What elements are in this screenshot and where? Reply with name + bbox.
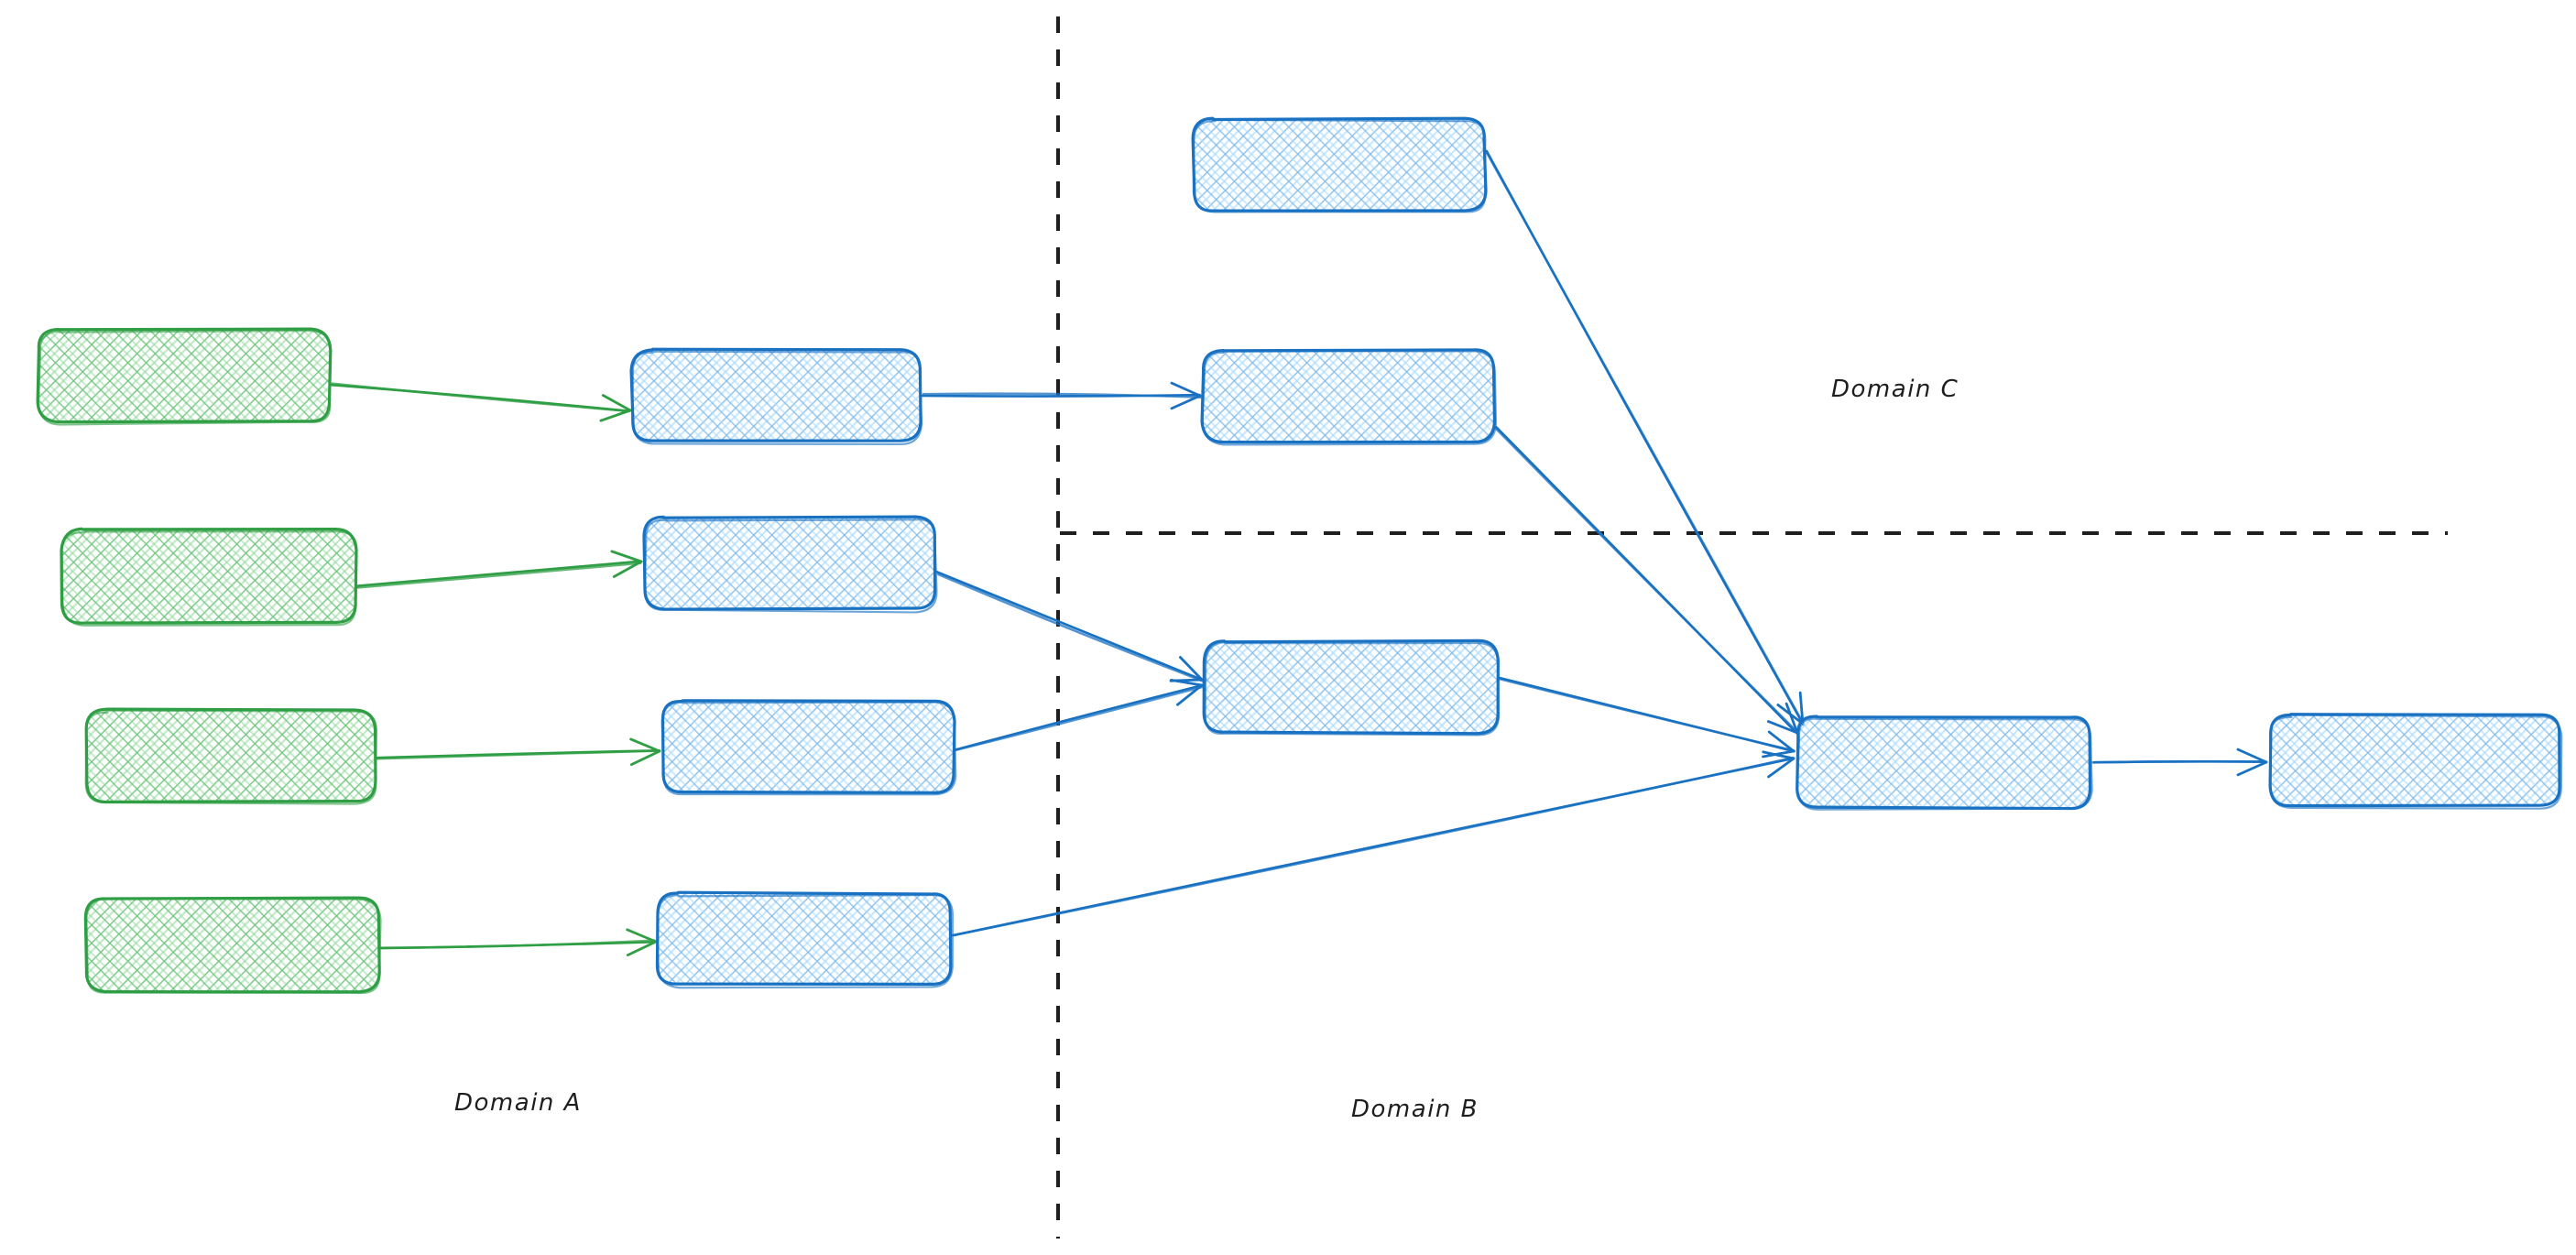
node-outline2-c1 bbox=[1192, 118, 1487, 213]
node-e1[interactable] bbox=[2268, 713, 2563, 810]
node-fill-a2 bbox=[62, 529, 355, 623]
node-outline2-a2 bbox=[60, 530, 358, 627]
node-b2[interactable] bbox=[642, 515, 938, 614]
node-b4[interactable] bbox=[655, 890, 954, 989]
label-domain-b: Domain B bbox=[1351, 1096, 1479, 1123]
edge-a1-b1 bbox=[330, 382, 632, 422]
label-domain-c: Domain C bbox=[1831, 376, 1959, 403]
edge-b1-c2 bbox=[921, 381, 1202, 410]
node-c3[interactable] bbox=[1202, 638, 1501, 737]
node-fill-b1 bbox=[632, 350, 920, 442]
node-a4[interactable] bbox=[83, 896, 382, 995]
node-fill-b3 bbox=[662, 701, 954, 792]
node-a2[interactable] bbox=[60, 527, 358, 627]
node-fill-a1 bbox=[38, 330, 330, 421]
node-c1[interactable] bbox=[1191, 116, 1488, 213]
node-group bbox=[36, 116, 2563, 995]
node-d1[interactable] bbox=[1796, 715, 2093, 811]
node-outline2-e1 bbox=[2268, 714, 2563, 810]
node-outline-b4 bbox=[655, 890, 953, 987]
edge-group bbox=[330, 149, 2268, 956]
node-outline2-b2 bbox=[643, 518, 938, 614]
edge-b2-c3 bbox=[935, 570, 1205, 682]
node-a1[interactable] bbox=[36, 327, 333, 426]
node-fill-c2 bbox=[1203, 350, 1494, 442]
edge-d1-e1 bbox=[2091, 748, 2268, 777]
edge-a2-b2 bbox=[355, 550, 643, 589]
node-outline2-a4 bbox=[85, 897, 382, 995]
node-fill-a3 bbox=[86, 710, 376, 802]
node-outline2-b4 bbox=[656, 893, 954, 989]
node-fill-c3 bbox=[1205, 641, 1498, 733]
edge-c3-d1 bbox=[1498, 676, 1796, 758]
node-outline2-b1 bbox=[631, 350, 923, 446]
edge-c2-d1 bbox=[1492, 425, 1799, 735]
node-outline2-d1 bbox=[1796, 717, 2093, 811]
node-fill-b2 bbox=[644, 518, 935, 609]
edge-a3-b3 bbox=[375, 737, 661, 767]
node-b3[interactable] bbox=[660, 699, 957, 796]
edge-b4-d1 bbox=[951, 750, 1796, 937]
node-fill-c1 bbox=[1194, 119, 1485, 211]
node-fill-a4 bbox=[86, 898, 379, 991]
node-a3[interactable] bbox=[84, 707, 377, 805]
edge-c1-d1 bbox=[1484, 149, 1805, 726]
node-b1[interactable] bbox=[629, 347, 923, 446]
label-domain-a: Domain A bbox=[454, 1089, 582, 1117]
node-fill-e1 bbox=[2270, 715, 2560, 806]
node-outline2-c2 bbox=[1201, 350, 1498, 446]
node-outline2-c3 bbox=[1204, 641, 1501, 737]
divider-group bbox=[1056, 16, 2448, 1239]
node-outline2-b3 bbox=[660, 701, 957, 796]
edge-b3-c3 bbox=[953, 679, 1204, 752]
edge-a4-b4 bbox=[378, 928, 658, 956]
node-outline2-a1 bbox=[37, 329, 332, 426]
node-outline2-a3 bbox=[84, 709, 377, 805]
node-fill-d1 bbox=[1797, 716, 2090, 808]
node-fill-b4 bbox=[658, 893, 951, 985]
node-c2[interactable] bbox=[1200, 348, 1498, 446]
